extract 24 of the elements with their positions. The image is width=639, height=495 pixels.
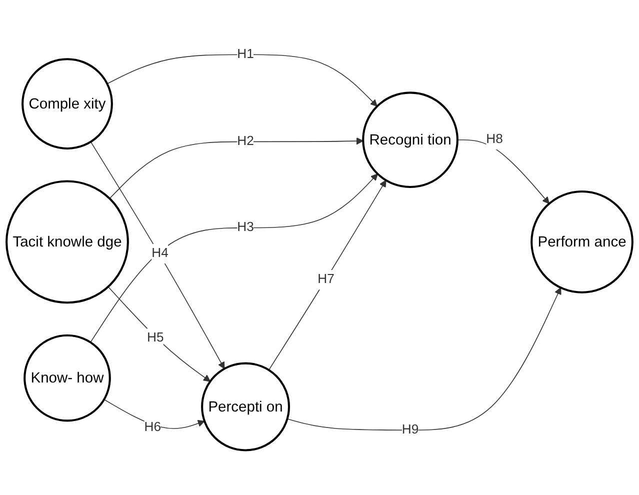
arrow xyxy=(90,174,378,343)
node-circle: Perform ance xyxy=(530,190,634,294)
arrow xyxy=(286,287,562,431)
edge-label: H6 xyxy=(144,420,162,434)
arrow xyxy=(90,141,225,370)
arrow xyxy=(457,139,550,204)
arrow xyxy=(106,54,378,107)
edge-label: H5 xyxy=(146,331,164,345)
arrow xyxy=(108,286,211,382)
arrow xyxy=(104,399,205,429)
edge-label: H3 xyxy=(237,220,254,234)
edge-label: H7 xyxy=(318,272,334,286)
edge-label: H9 xyxy=(402,422,419,437)
arrow xyxy=(109,137,364,199)
node-circle: Percepti on xyxy=(201,362,290,452)
node-circle: Know- how xyxy=(24,334,111,422)
node-circle: Comple xity xyxy=(22,58,113,150)
edge-label: H2 xyxy=(237,134,254,148)
edge-label: H8 xyxy=(486,132,503,146)
arrow xyxy=(268,180,386,370)
edge-label: H4 xyxy=(152,246,168,260)
node-circle: Recogni tion xyxy=(362,92,458,188)
node-circle: Tacit knowle dge xyxy=(6,180,129,304)
edge-label: H1 xyxy=(237,47,254,62)
